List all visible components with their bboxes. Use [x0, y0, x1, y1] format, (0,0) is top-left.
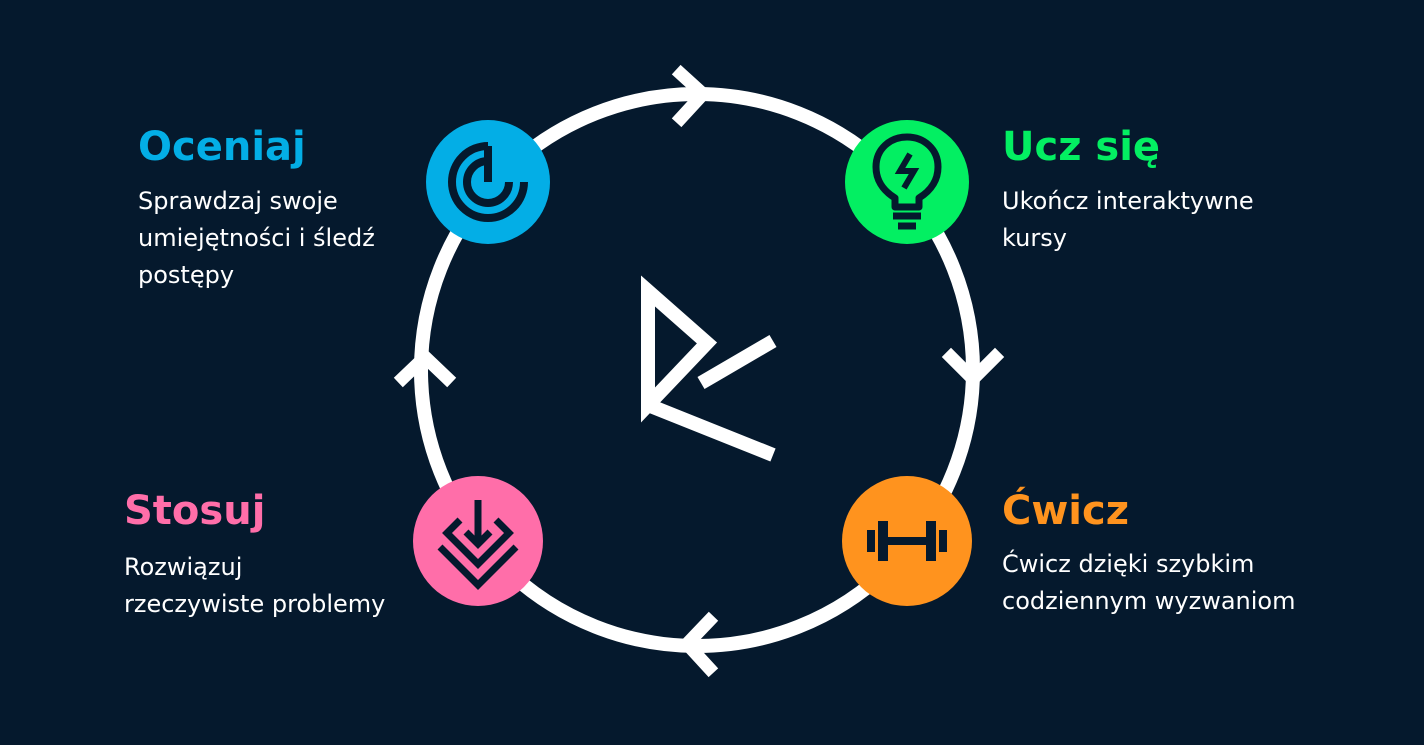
lightbulb-icon: [872, 133, 942, 230]
arrow-left-icon: [393, 348, 457, 388]
apply-description: Rozwiązuj rzeczywiste problemy: [124, 553, 386, 618]
arrow-bottom-icon: [678, 611, 719, 678]
practice-description: Ćwicz dzięki szybkim codziennym wyzwanio…: [1002, 550, 1296, 615]
practice-title: Ćwicz: [1002, 488, 1130, 534]
layers-download-icon: [437, 500, 519, 590]
arrow-top-icon: [671, 64, 713, 128]
assess-title: Oceniaj: [138, 124, 306, 170]
assess-node: [426, 120, 550, 244]
apply-node: [413, 476, 543, 606]
apply-title: Stosuj: [124, 488, 266, 534]
target-icon: [448, 142, 528, 222]
learn-title: Ucz się: [1002, 124, 1161, 170]
arrow-right-icon: [941, 347, 1005, 389]
practice-node: [842, 476, 972, 606]
dumbbell-icon: [867, 521, 947, 561]
learn-description: Ukończ interaktywne kursy: [1002, 187, 1254, 252]
datacamp-logo-icon: [641, 275, 777, 462]
assess-description: Sprawdzaj swoje umiejętności i śledź pos…: [138, 187, 375, 289]
learn-node: [845, 120, 969, 244]
